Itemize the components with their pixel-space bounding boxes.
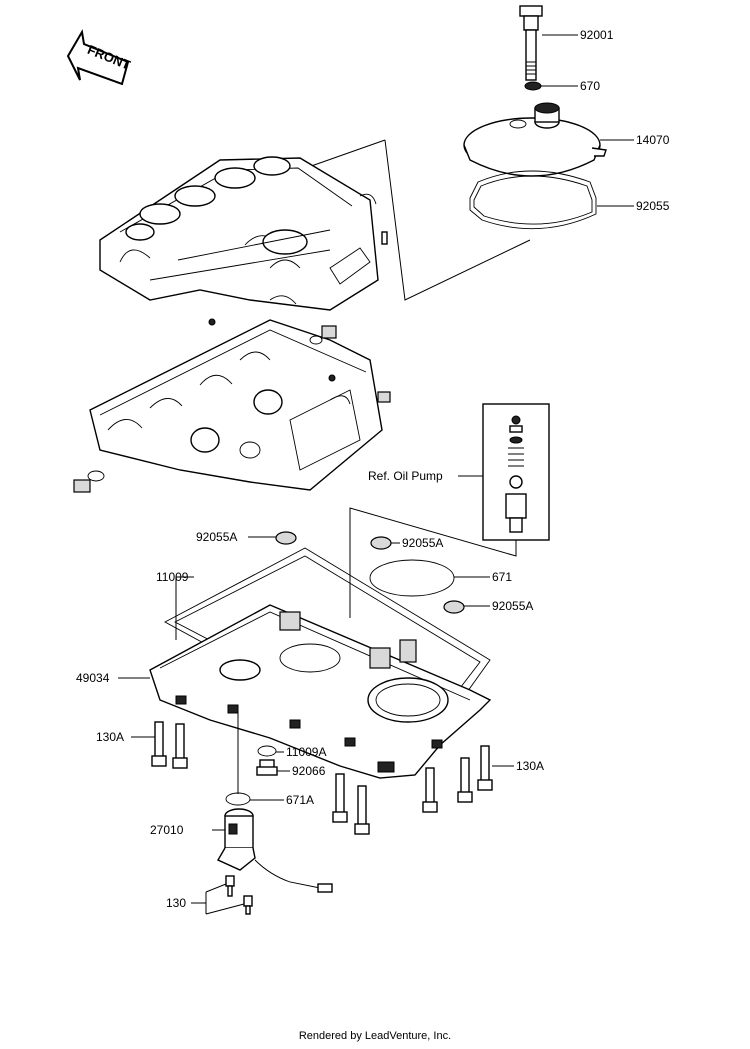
footer-credit: Rendered by LeadVenture, Inc.	[298, 1030, 452, 1042]
bolt-92001	[519, 5, 543, 81]
callout-92055: 92055	[636, 199, 670, 213]
seal-92055a-3	[443, 600, 465, 614]
bolts-130	[225, 875, 253, 915]
lower-crankcase	[73, 318, 391, 493]
callout-671a: 671A	[286, 793, 314, 807]
callout-130: 130	[166, 896, 186, 910]
seal-92055a-1	[275, 531, 297, 545]
oil-pump-ref	[482, 403, 550, 541]
gasket-11009a	[257, 745, 277, 757]
switch-27010	[217, 808, 333, 893]
callout-92001: 92001	[580, 28, 614, 42]
ref-oil-pump-label: Ref. Oil Pump	[368, 469, 443, 483]
callout-14070: 14070	[636, 133, 670, 147]
oring-92055	[469, 170, 597, 230]
callout-92066: 92066	[292, 764, 326, 778]
bolts-130a-right	[332, 745, 493, 835]
callout-27010: 27010	[150, 823, 184, 837]
callout-92055a-2: 92055A	[402, 536, 443, 550]
oring-671	[369, 559, 455, 597]
callout-130a-left: 130A	[96, 730, 124, 744]
oring-671a	[225, 792, 251, 806]
callout-11009a: 11009A	[286, 745, 326, 759]
callout-92055a-1: 92055A	[196, 530, 237, 544]
plug-92066	[256, 759, 278, 776]
callout-92055a-3: 92055A	[492, 599, 533, 613]
front-arrow-icon: FRONT	[66, 29, 133, 86]
callout-11009: 11009	[156, 570, 189, 584]
callout-130a-right: 130A	[516, 759, 544, 773]
callout-671: 671	[492, 570, 512, 584]
callout-670: 670	[580, 79, 600, 93]
washer-670	[524, 81, 542, 91]
cover-14070	[463, 102, 607, 177]
bolts-130a-left	[151, 721, 188, 769]
seal-92055a-2	[370, 536, 392, 550]
callout-49034: 49034	[76, 671, 110, 685]
upper-crankcase	[99, 156, 388, 311]
oil-pan-49034	[149, 604, 492, 779]
